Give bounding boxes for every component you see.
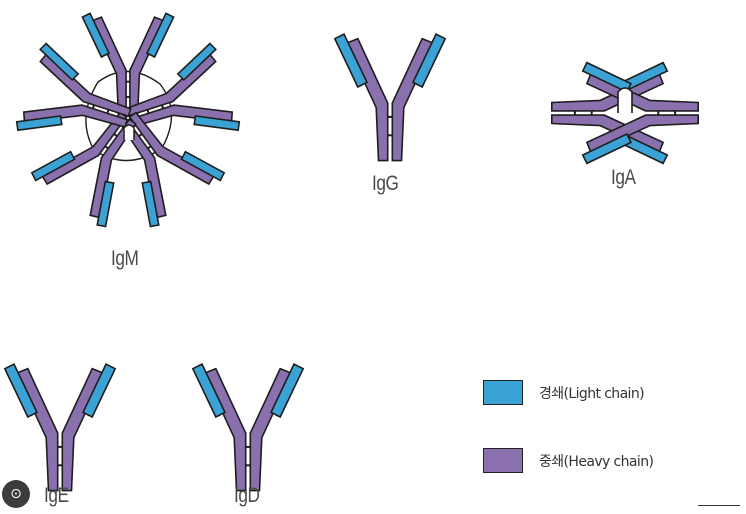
light-chain-left [333, 33, 369, 89]
light-chain-left [96, 180, 115, 228]
igd-antibody [191, 363, 305, 492]
heavy-chain-right [585, 72, 700, 112]
light-chain-left [3, 363, 39, 419]
igd-monomer [191, 363, 305, 492]
light-chain-left [581, 132, 633, 165]
legend-heavy-chain-swatch [483, 448, 523, 473]
disulfide-bond [104, 145, 109, 150]
legend-light-chain-label: 경쇄(Light chain) [539, 386, 645, 402]
disulfide-bond [138, 133, 143, 137]
heavy-chain-left [15, 367, 59, 492]
igg-monomer [333, 33, 447, 162]
heavy-chain-left [22, 104, 129, 128]
igm-pentamer [15, 12, 241, 228]
light-chain-right [30, 150, 76, 182]
label-iga: IgA [611, 166, 636, 189]
heavy-chain-right [249, 367, 293, 492]
ige-monomer [3, 363, 117, 492]
light-chain-left [15, 115, 63, 132]
heavy-chain-left [203, 367, 247, 492]
legend-heavy-chain-label: 중쇄(Heavy chain) [539, 454, 654, 470]
light-chain-right [39, 42, 80, 82]
iga-dimer [550, 61, 700, 165]
disulfide-bond [160, 104, 165, 109]
light-chain-left [191, 363, 227, 419]
igg-antibody [333, 33, 447, 162]
light-chain-right [145, 12, 175, 59]
heavy-chain-right [550, 114, 665, 154]
ige-antibody [3, 363, 117, 492]
igm-antibody-5 [15, 42, 132, 132]
label-igm: IgM [111, 247, 139, 270]
light-chain-right [411, 33, 447, 89]
heavy-chain-left [89, 118, 137, 219]
heavy-chain-left [550, 72, 665, 112]
light-chain-left [176, 42, 217, 82]
disulfide-bond [146, 109, 150, 114]
google-lens-icon[interactable]: ⊙ [2, 480, 30, 508]
disulfide-bond [147, 145, 152, 150]
label-igd: IgD [234, 484, 260, 507]
disulfide-bond [106, 109, 110, 114]
heavy-chain-right [61, 367, 105, 492]
legend-light-chain-swatch [483, 380, 523, 405]
label-igg: IgG [372, 172, 399, 195]
disulfide-bond [113, 133, 118, 137]
disulfide-bond [91, 104, 96, 109]
heavy-chain-left [585, 114, 700, 154]
heavy-chain-left [345, 37, 389, 162]
igm-antibody-3 [119, 111, 226, 228]
label-ige: IgE [44, 484, 69, 507]
light-chain-left [81, 12, 111, 59]
igm-antibody-2 [124, 42, 241, 132]
j-chain [617, 87, 633, 113]
igm-antibody-1 [81, 12, 175, 119]
iga-antibody-right [581, 61, 700, 165]
light-chain-left [180, 150, 226, 182]
igm-antibody-4 [30, 111, 137, 228]
light-chain-right [141, 180, 160, 228]
light-chain-right [193, 115, 241, 132]
light-chain-right [269, 363, 305, 419]
j-chain [123, 124, 135, 140]
light-chain-right [81, 363, 117, 419]
heavy-chain-right [391, 37, 435, 162]
corner-divider [698, 505, 740, 506]
